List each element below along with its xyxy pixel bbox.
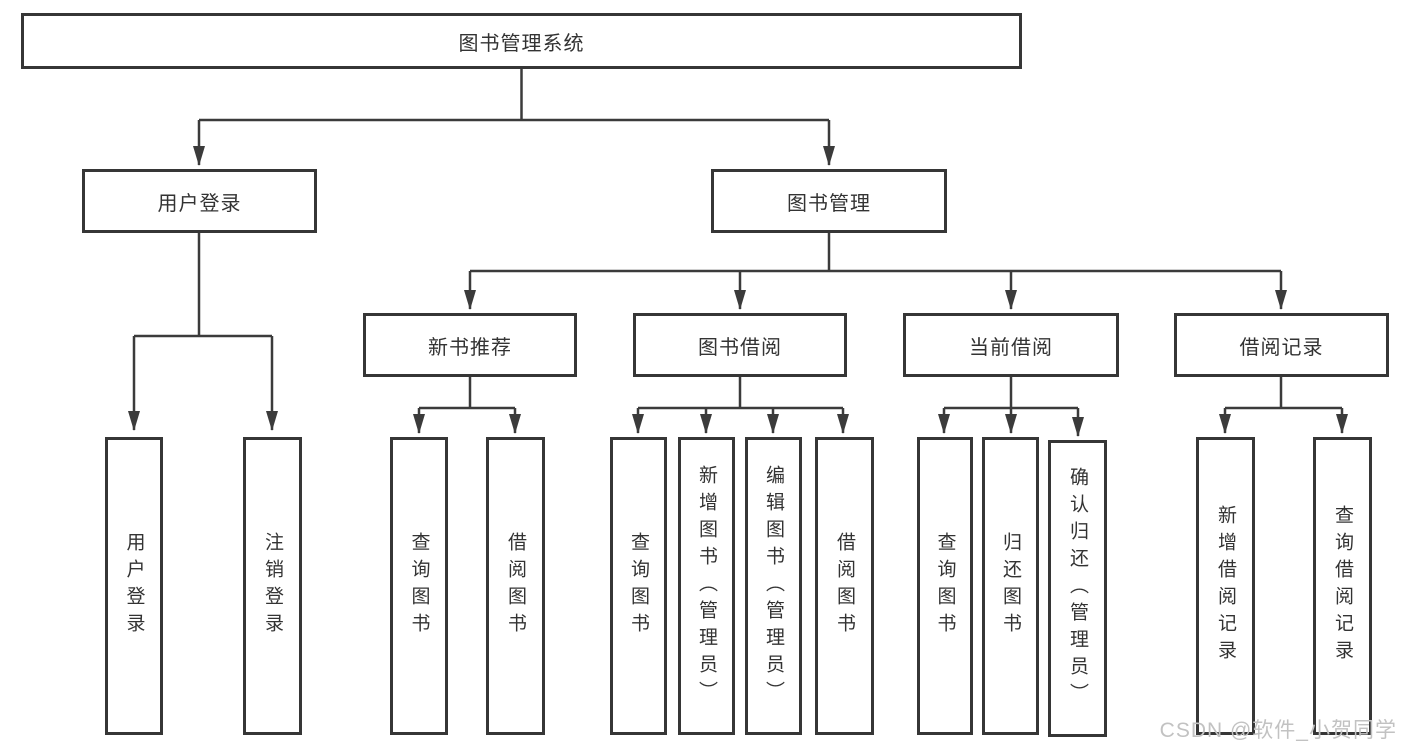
leaf-cb-confirm-return-admin: 确认归还（管理员） bbox=[1048, 440, 1107, 737]
leaf-br-add-record: 新增借阅记录 bbox=[1196, 437, 1255, 735]
connector-borrowrecord-split bbox=[1225, 377, 1342, 410]
connector-bookmgmt-split bbox=[470, 233, 1281, 273]
leaf-br-add-record-label: 新增借阅记录 bbox=[1215, 505, 1236, 667]
leaf-br-query-record-label: 查询借阅记录 bbox=[1332, 505, 1353, 667]
leaf-nb-borrow-books: 借阅图书 bbox=[486, 437, 545, 735]
node-book-borrow: 图书借阅 bbox=[633, 313, 847, 377]
leaf-cb-return-books-label: 归还图书 bbox=[1000, 532, 1021, 640]
node-book-management: 图书管理 bbox=[711, 169, 947, 233]
leaf-bb-query-books: 查询图书 bbox=[610, 437, 667, 735]
leaf-cb-query-books-label: 查询图书 bbox=[934, 532, 956, 640]
node-library-management-system: 图书管理系统 bbox=[21, 13, 1022, 69]
leaf-nb-query-books-label: 查询图书 bbox=[408, 532, 430, 640]
leaf-user-login: 用户登录 bbox=[105, 437, 163, 735]
node-user-login: 用户登录 bbox=[82, 169, 317, 233]
csdn-watermark: CSDN @软件_小贺同学 bbox=[1159, 719, 1397, 742]
connector-newbook-split bbox=[419, 377, 515, 410]
connector-bookborrow-split bbox=[638, 377, 843, 410]
leaf-br-query-record: 查询借阅记录 bbox=[1313, 437, 1372, 735]
leaf-bb-query-books-label: 查询图书 bbox=[628, 532, 649, 640]
leaf-user-login-label: 用户登录 bbox=[123, 532, 145, 640]
leaf-cb-return-books: 归还图书 bbox=[982, 437, 1039, 735]
leaf-logout: 注销登录 bbox=[243, 437, 302, 735]
leaf-bb-borrow-books: 借阅图书 bbox=[815, 437, 874, 735]
leaf-nb-borrow-books-label: 借阅图书 bbox=[505, 532, 526, 640]
leaf-bb-add-books-admin: 新增图书（管理员） bbox=[678, 437, 735, 735]
node-borrow-records: 借阅记录 bbox=[1174, 313, 1389, 377]
leaf-logout-label: 注销登录 bbox=[262, 532, 283, 640]
connector-userlogin-split bbox=[134, 233, 272, 338]
leaf-bb-add-books-admin-label: 新增图书（管理员） bbox=[696, 464, 717, 708]
leaf-bb-edit-books-admin: 编辑图书（管理员） bbox=[745, 437, 802, 735]
connector-root-split bbox=[199, 69, 829, 122]
leaf-cb-confirm-return-admin-label: 确认归还（管理员） bbox=[1067, 467, 1088, 710]
leaf-bb-edit-books-admin-label: 编辑图书（管理员） bbox=[763, 464, 784, 708]
leaf-nb-query-books: 查询图书 bbox=[390, 437, 448, 735]
connector-currentborrow-split bbox=[944, 377, 1078, 410]
leaf-cb-query-books: 查询图书 bbox=[917, 437, 973, 735]
node-current-borrow: 当前借阅 bbox=[903, 313, 1119, 377]
leaf-bb-borrow-books-label: 借阅图书 bbox=[834, 532, 855, 640]
node-new-book-recommend: 新书推荐 bbox=[363, 313, 577, 377]
